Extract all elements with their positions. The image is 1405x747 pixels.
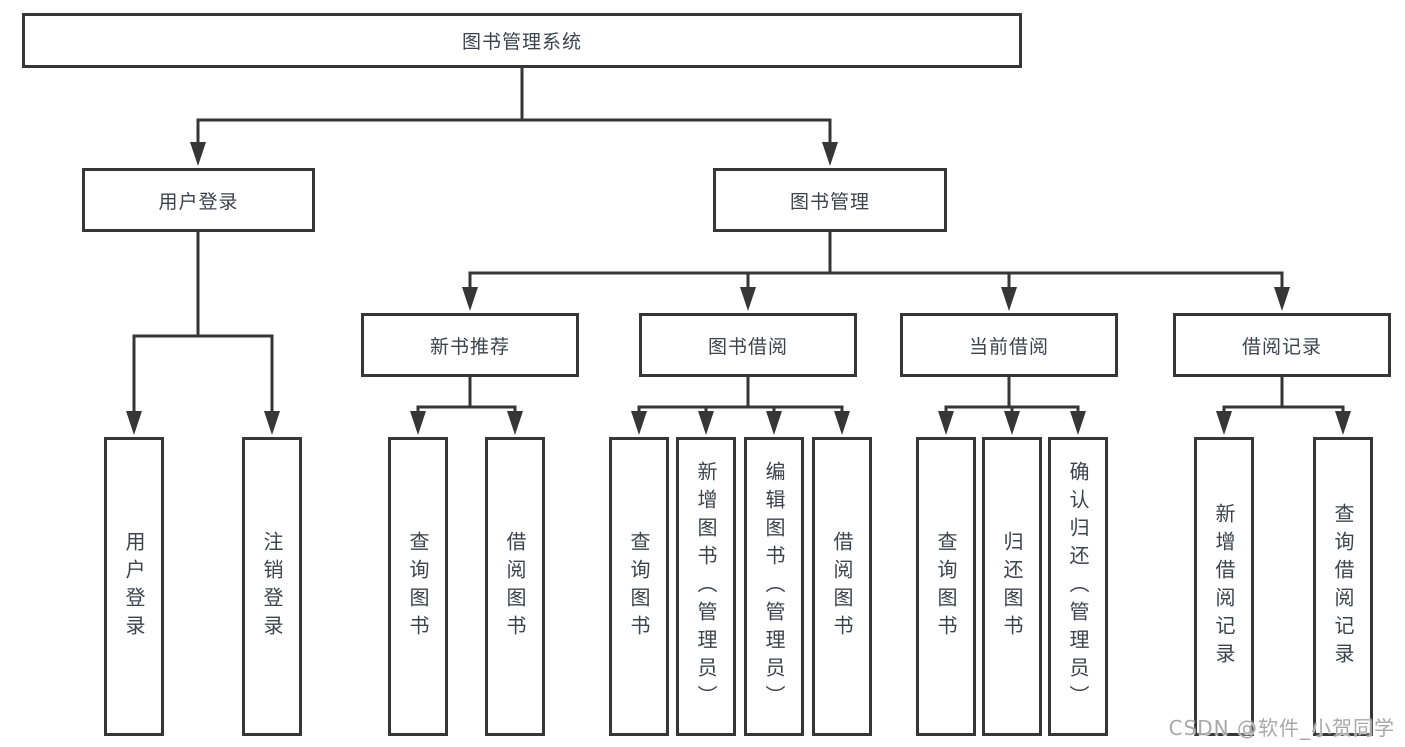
node-current-borrowing: 当前借阅 bbox=[900, 313, 1118, 377]
leaf-borrow-books-recommend-label: 借阅图书 bbox=[503, 530, 527, 643]
node-book-management-label: 图书管理 bbox=[789, 190, 870, 213]
node-current-borrowing-label: 当前借阅 bbox=[968, 335, 1049, 358]
leaf-query-borrow-record: 查询借阅记录 bbox=[1313, 437, 1373, 736]
node-root-system: 图书管理系统 bbox=[22, 13, 1022, 68]
leaf-query-books-borrowing-label: 查询图书 bbox=[627, 530, 651, 643]
node-book-borrowing-label: 图书借阅 bbox=[707, 335, 788, 358]
leaf-query-books-borrowing: 查询图书 bbox=[609, 437, 669, 736]
leaf-edit-book-admin: 编辑图书（管理员） bbox=[744, 437, 804, 736]
leaf-add-book-admin: 新增图书（管理员） bbox=[676, 437, 736, 736]
node-new-book-recommend: 新书推荐 bbox=[361, 313, 579, 377]
leaf-add-book-admin-label: 新增图书（管理员） bbox=[694, 460, 718, 713]
leaf-query-borrow-record-label: 查询借阅记录 bbox=[1331, 502, 1355, 671]
node-book-borrowing: 图书借阅 bbox=[639, 313, 857, 377]
leaf-logout: 注销登录 bbox=[242, 437, 302, 736]
leaf-query-books-recommend: 查询图书 bbox=[388, 437, 448, 736]
node-borrow-records: 借阅记录 bbox=[1173, 313, 1391, 377]
leaf-query-books-current: 查询图书 bbox=[916, 437, 976, 736]
leaf-edit-book-admin-label: 编辑图书（管理员） bbox=[762, 460, 786, 713]
leaf-borrow-books-borrowing-label: 借阅图书 bbox=[830, 530, 854, 643]
leaf-add-borrow-record-label: 新增借阅记录 bbox=[1212, 502, 1236, 671]
leaf-user-login-label: 用户登录 bbox=[122, 530, 146, 643]
leaf-query-books-current-label: 查询图书 bbox=[934, 530, 958, 643]
leaf-confirm-return-admin-label: 确认归还（管理员） bbox=[1066, 460, 1090, 713]
node-user-login-label: 用户登录 bbox=[158, 190, 239, 213]
leaf-user-login: 用户登录 bbox=[104, 437, 164, 736]
leaf-confirm-return-admin: 确认归还（管理员） bbox=[1048, 437, 1108, 736]
node-new-book-recommend-label: 新书推荐 bbox=[429, 335, 510, 358]
leaf-borrow-books-borrowing: 借阅图书 bbox=[812, 437, 872, 736]
leaf-logout-label: 注销登录 bbox=[260, 530, 284, 643]
leaf-query-books-recommend-label: 查询图书 bbox=[406, 530, 430, 643]
leaf-borrow-books-recommend: 借阅图书 bbox=[485, 437, 545, 736]
leaf-add-borrow-record: 新增借阅记录 bbox=[1194, 437, 1254, 736]
csdn-watermark: CSDN @软件_小贺同学 bbox=[1168, 716, 1395, 740]
node-book-management: 图书管理 bbox=[713, 168, 947, 232]
node-user-login: 用户登录 bbox=[82, 168, 315, 232]
leaf-return-book-label: 归还图书 bbox=[1000, 530, 1024, 643]
node-root-system-label: 图书管理系统 bbox=[461, 31, 582, 53]
node-borrow-records-label: 借阅记录 bbox=[1241, 335, 1322, 358]
leaf-return-book: 归还图书 bbox=[982, 437, 1042, 736]
